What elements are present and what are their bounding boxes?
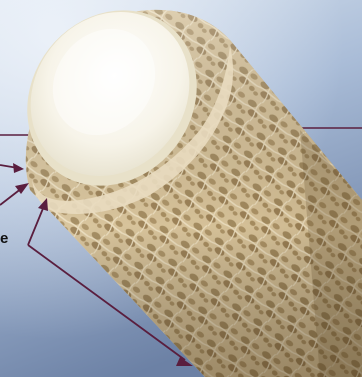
partial-label: e <box>0 230 8 248</box>
